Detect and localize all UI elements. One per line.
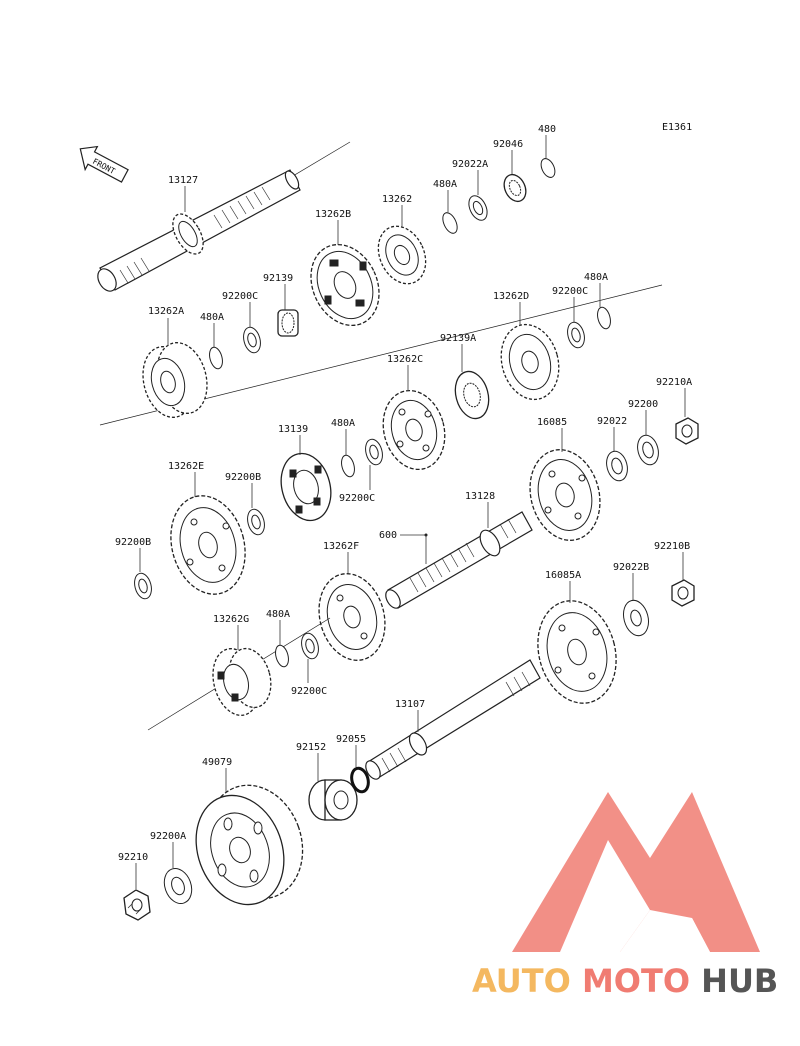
part-label-13139: 13139 <box>278 424 308 435</box>
part-label-92139: 92139 <box>263 273 293 284</box>
gear-13262C <box>382 389 446 471</box>
watermark-part2: MOTO <box>582 962 690 1000</box>
nut-92210B <box>671 579 695 607</box>
part-label-480A-2: 480A <box>200 312 224 323</box>
part-label-13262E: 13262E <box>168 461 204 472</box>
circlip-480A-1 <box>442 212 458 234</box>
input-shaft-13127 <box>97 141 351 292</box>
part-label-13128: 13128 <box>465 491 495 502</box>
circlip-480A-3 <box>597 306 611 330</box>
o-ring-92055 <box>350 766 370 794</box>
output-shaft-13128 <box>385 511 533 609</box>
part-label-92200C-3: 92200C <box>339 493 375 504</box>
bushing-92139A <box>454 370 490 420</box>
part-label-92200B-2: 92200B <box>115 537 151 548</box>
circlip-480 <box>540 158 556 178</box>
part-label-92022: 92022 <box>597 416 627 427</box>
watermark-text: AUTO MOTO HUB <box>472 962 778 1000</box>
part-label-92200C-1: 92200C <box>222 291 258 302</box>
part-label-92210A: 92210A <box>656 377 692 388</box>
part-label-480A-5: 480A <box>266 609 290 620</box>
watermark-logo-icon <box>512 792 760 952</box>
part-label-13262B: 13262B <box>315 209 351 220</box>
part-label-480A-3: 480A <box>584 272 608 283</box>
front-arrow-icon: FRONT <box>79 145 129 183</box>
watermark-part3: HUB <box>701 962 778 1000</box>
bushing-92139 <box>277 309 299 337</box>
part-label-92200C-2: 92200C <box>552 286 588 297</box>
part-label-16085: 16085 <box>537 417 567 428</box>
hub-13139 <box>280 452 332 522</box>
part-label-16085A: 16085A <box>545 570 581 581</box>
part-label-92046: 92046 <box>493 139 523 150</box>
gear-13262G <box>212 647 272 716</box>
gear-16085 <box>529 449 601 541</box>
part-label-92139A: 92139A <box>440 333 476 344</box>
bearing-92152 <box>308 779 358 821</box>
part-label-92200: 92200 <box>628 399 658 410</box>
gear-16085A <box>537 600 617 704</box>
part-label-480: 480 <box>538 124 556 135</box>
part-label-13262G: 13262G <box>213 614 249 625</box>
gear-13262F <box>318 573 386 661</box>
watermark-part1: AUTO <box>472 962 571 1000</box>
part-label-92210B: 92210B <box>654 541 690 552</box>
circlip-480A-4 <box>341 454 355 478</box>
part-label-92022A: 92022A <box>452 159 488 170</box>
part-label-13107: 13107 <box>395 699 425 710</box>
part-label-13262: 13262 <box>382 194 412 205</box>
nut-92210A <box>675 417 699 445</box>
part-label-92022B: 92022B <box>613 562 649 573</box>
part-label-600: 600 <box>379 530 397 541</box>
gear-13262E <box>170 495 246 595</box>
part-label-92055: 92055 <box>336 734 366 745</box>
gear-13262 <box>377 225 427 285</box>
circlip-480A-2 <box>209 346 223 370</box>
gear-13262D <box>500 323 560 401</box>
part-label-13262A: 13262A <box>148 306 184 317</box>
gear-13262B <box>310 243 380 327</box>
circlip-480A-5 <box>275 644 289 668</box>
part-label-92152: 92152 <box>296 742 326 753</box>
gear-13262A <box>142 342 208 418</box>
part-label-480A-1: 480A <box>433 179 457 190</box>
diagram-code: E1361 <box>662 122 692 133</box>
nut-92210 <box>123 889 151 921</box>
part-label-92210: 92210 <box>118 852 148 863</box>
part-label-49079: 49079 <box>202 757 232 768</box>
part-label-92200B-1: 92200B <box>225 472 261 483</box>
part-label-13262F: 13262F <box>323 541 359 552</box>
sprocket-49079 <box>195 784 304 906</box>
part-label-13262C: 13262C <box>387 354 423 365</box>
needle-bearing-92046 <box>503 173 527 203</box>
part-label-480A-4: 480A <box>331 418 355 429</box>
drive-shaft-13107 <box>365 659 541 780</box>
part-label-92200A: 92200A <box>150 831 186 842</box>
part-label-13262D: 13262D <box>493 291 529 302</box>
part-label-92200C-4: 92200C <box>291 686 327 697</box>
part-label-13127: 13127 <box>168 175 198 186</box>
